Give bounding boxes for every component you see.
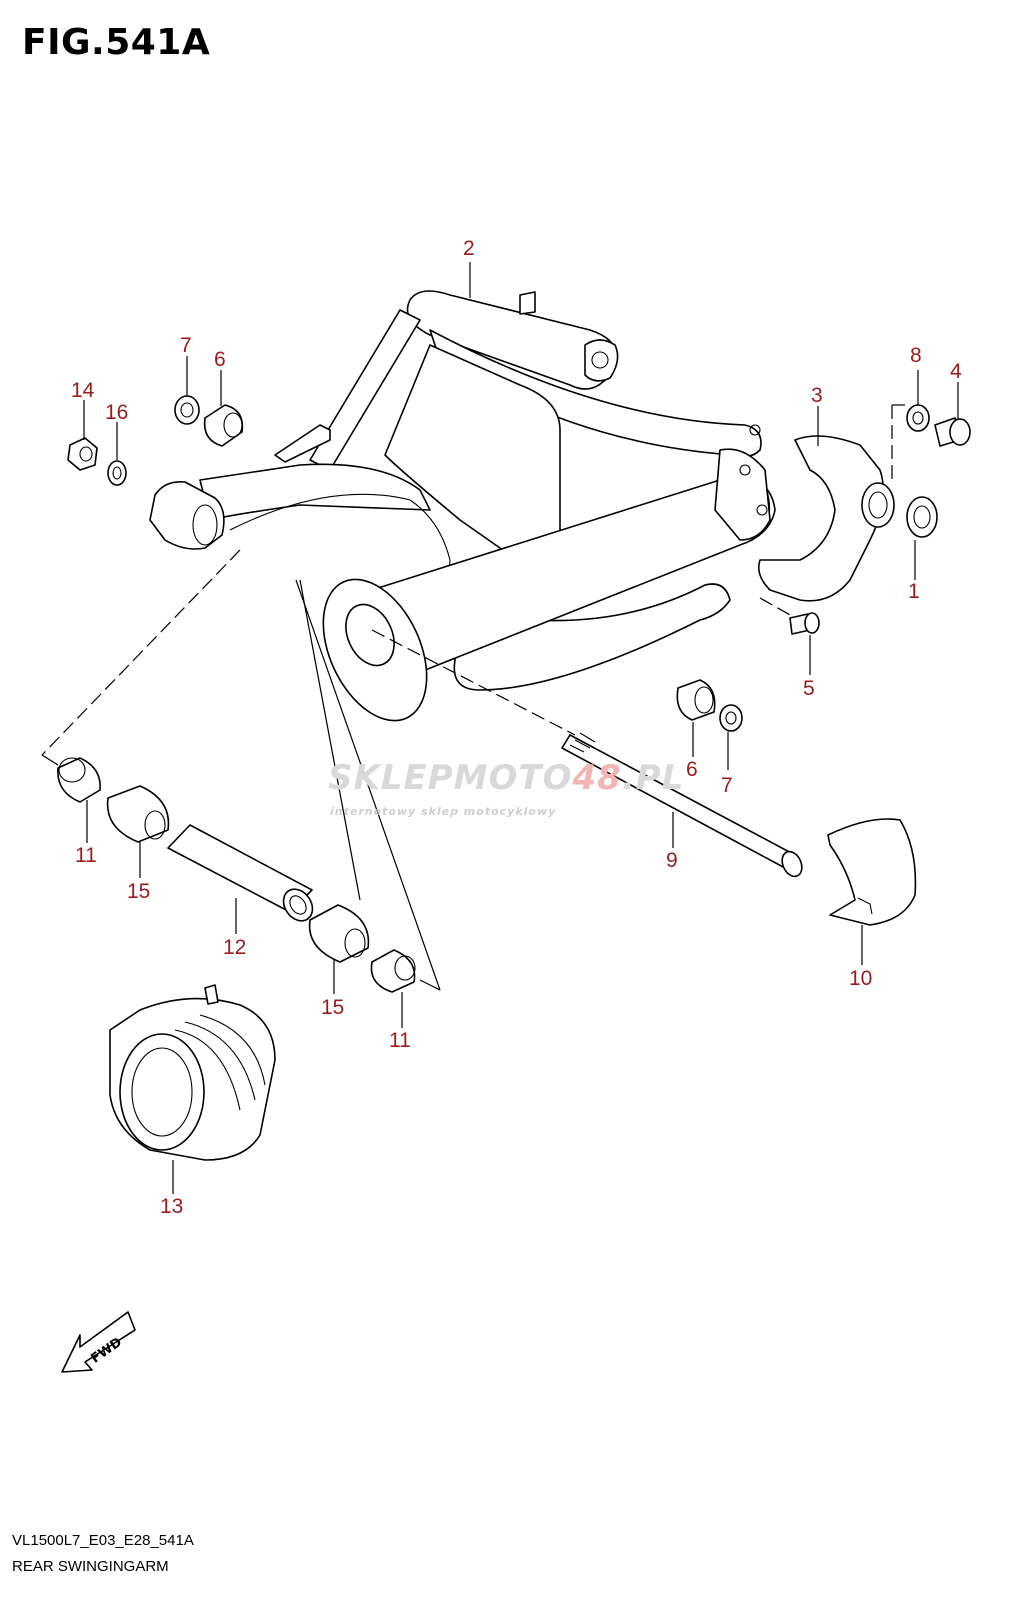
part-12-spacer-tube[interactable] bbox=[167, 824, 318, 926]
watermark-part1: SKLEPMOTO bbox=[328, 758, 573, 798]
part-13-boot[interactable] bbox=[109, 984, 276, 1161]
callout-7-upper[interactable]: 7 bbox=[180, 334, 192, 357]
watermark-logo: SKLEPMOTO48.PL bbox=[328, 758, 684, 798]
watermark-part3: .PL bbox=[621, 758, 685, 798]
callout-16[interactable]: 16 bbox=[105, 401, 128, 424]
callout-6-lower[interactable]: 6 bbox=[686, 758, 698, 781]
part-16-washer[interactable] bbox=[107, 460, 127, 486]
part-6-bearing-lower[interactable] bbox=[676, 679, 716, 721]
figure-title: FIG.541A bbox=[22, 22, 211, 63]
section-name: REAR SWINGINGARM bbox=[12, 1558, 169, 1575]
callout-labels: 2 3 8 4 1 5 7 6 14 16 6 7 9 10 11 15 12 … bbox=[71, 237, 962, 1218]
part-11-collar-right[interactable] bbox=[370, 949, 416, 993]
callout-15-right[interactable]: 15 bbox=[321, 996, 344, 1019]
part-7-washer-lower[interactable] bbox=[719, 704, 743, 732]
callout-1[interactable]: 1 bbox=[908, 580, 920, 603]
callout-9[interactable]: 9 bbox=[666, 849, 678, 872]
part-3-bracket[interactable] bbox=[757, 435, 895, 602]
callout-8[interactable]: 8 bbox=[910, 344, 922, 367]
callout-10[interactable]: 10 bbox=[849, 967, 872, 990]
callout-13[interactable]: 13 bbox=[160, 1195, 183, 1218]
part-8-collar[interactable] bbox=[906, 404, 930, 432]
watermark-subtitle: internetowy sklep motocyklowy bbox=[330, 805, 557, 818]
fwd-arrow-icon: FWD bbox=[61, 1311, 136, 1373]
callout-11-right[interactable]: 11 bbox=[389, 1029, 411, 1052]
part-9-pivot-shaft[interactable] bbox=[561, 732, 806, 880]
callout-12[interactable]: 12 bbox=[223, 936, 246, 959]
part-14-nut[interactable] bbox=[67, 437, 98, 471]
callout-4[interactable]: 4 bbox=[950, 360, 962, 383]
callout-11-left[interactable]: 11 bbox=[75, 844, 97, 867]
leader-lines bbox=[41, 262, 959, 1194]
part-11-collar-left[interactable] bbox=[57, 757, 101, 803]
callout-14[interactable]: 14 bbox=[71, 379, 95, 402]
part-6-bearing-upper[interactable] bbox=[203, 404, 244, 447]
part-7-washer-upper[interactable] bbox=[174, 395, 200, 425]
callout-7-lower[interactable]: 7 bbox=[721, 774, 733, 797]
part-1-nut[interactable] bbox=[906, 496, 938, 538]
part-4-bolt[interactable] bbox=[934, 417, 971, 447]
part-10-cover[interactable] bbox=[827, 818, 917, 926]
callout-3[interactable]: 3 bbox=[811, 384, 823, 407]
part-15-bearing-left[interactable] bbox=[106, 785, 170, 843]
callout-15-left[interactable]: 15 bbox=[127, 880, 150, 903]
callout-6-upper[interactable]: 6 bbox=[214, 348, 226, 371]
watermark-part2: 48 bbox=[572, 758, 622, 798]
callout-5[interactable]: 5 bbox=[803, 677, 815, 700]
model-code: VL1500L7_E03_E28_541A bbox=[12, 1532, 194, 1549]
part-15-bearing-right[interactable] bbox=[308, 904, 370, 963]
swingarm-frame[interactable] bbox=[149, 290, 778, 737]
callout-2[interactable]: 2 bbox=[463, 237, 475, 260]
part-5-screw[interactable] bbox=[789, 612, 820, 635]
